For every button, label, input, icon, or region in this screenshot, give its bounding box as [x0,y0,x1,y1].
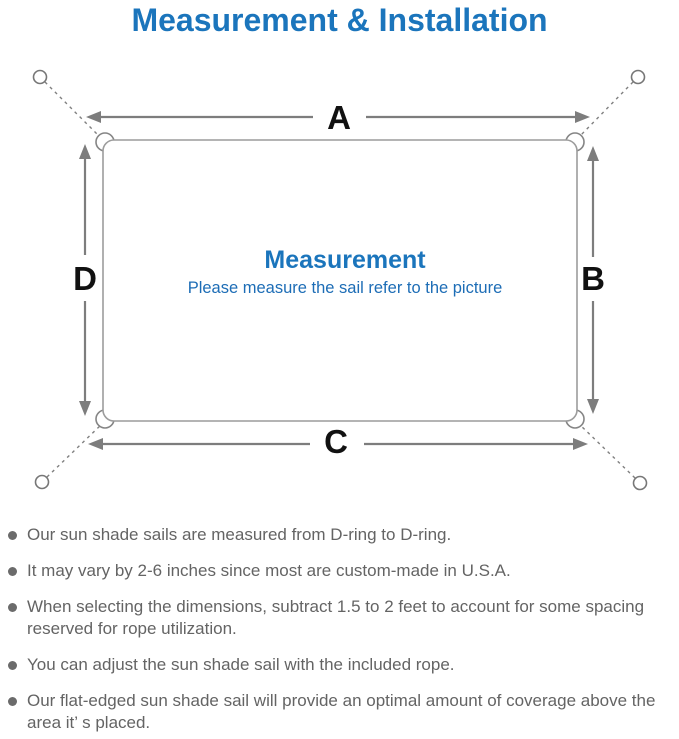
notes-list: Our sun shade sails are measured from D-… [8,524,673,739]
tether-line-bottom-left [46,422,104,478]
dimension-arrow-a [86,111,590,123]
dimension-arrow-b [587,146,599,414]
anchor-ring-icon-bottom-left [34,474,50,490]
note-text: It may vary by 2-6 inches since most are… [27,561,511,580]
list-item: It may vary by 2-6 inches since most are… [8,560,673,582]
list-item: When selecting the dimensions, subtract … [8,596,673,640]
dimension-label-c: C [324,423,348,460]
arrow-d-up-head-icon [79,144,91,159]
diagram-center-title: Measurement [264,246,426,274]
dimension-arrow-d [79,144,91,416]
dimension-arrow-c [88,438,588,450]
arrow-b-down-head-icon [587,399,599,414]
page-title: Measurement & Installation [131,2,548,38]
tether-line-bottom-right [577,422,636,479]
list-item: Our sun shade sails are measured from D-… [8,524,673,546]
list-item: Our flat-edged sun shade sail will provi… [8,690,673,734]
note-text: Our flat-edged sun shade sail will provi… [27,691,656,732]
anchor-ring-icon-top-left [32,69,48,85]
bullet-icon [8,531,17,540]
note-text: Our sun shade sails are measured from D-… [27,525,452,544]
diagram-center-subtitle: Please measure the sail refer to the pic… [188,279,503,297]
arrow-c-left-head-icon [88,438,103,450]
bullet-icon [8,661,17,670]
anchor-rings [32,69,648,491]
arrow-b-up-head-icon [587,146,599,161]
dimension-label-d: D [73,260,97,297]
arrow-a-left-head-icon [86,111,101,123]
dimension-label-b: B [581,260,605,297]
note-text: You can adjust the sun shade sail with t… [27,655,455,674]
tether-line-top-left [44,81,102,139]
dimension-label-a: A [327,99,351,136]
note-text: When selecting the dimensions, subtract … [27,597,645,638]
tether-line-top-right [577,81,634,139]
arrow-c-right-head-icon [573,438,588,450]
bullet-icon [8,603,17,612]
anchor-ring-icon-top-right [630,69,646,85]
tether-lines [44,81,636,479]
bullet-icon [8,567,17,576]
arrow-d-down-head-icon [79,401,91,416]
sail-measurement-diagram: A C D B Measurement Please measure the s… [32,69,648,491]
list-item: You can adjust the sun shade sail with t… [8,654,673,676]
anchor-ring-icon-bottom-right [632,475,648,491]
sail-outline [102,139,578,422]
arrow-a-right-head-icon [575,111,590,123]
bullet-icon [8,697,17,706]
